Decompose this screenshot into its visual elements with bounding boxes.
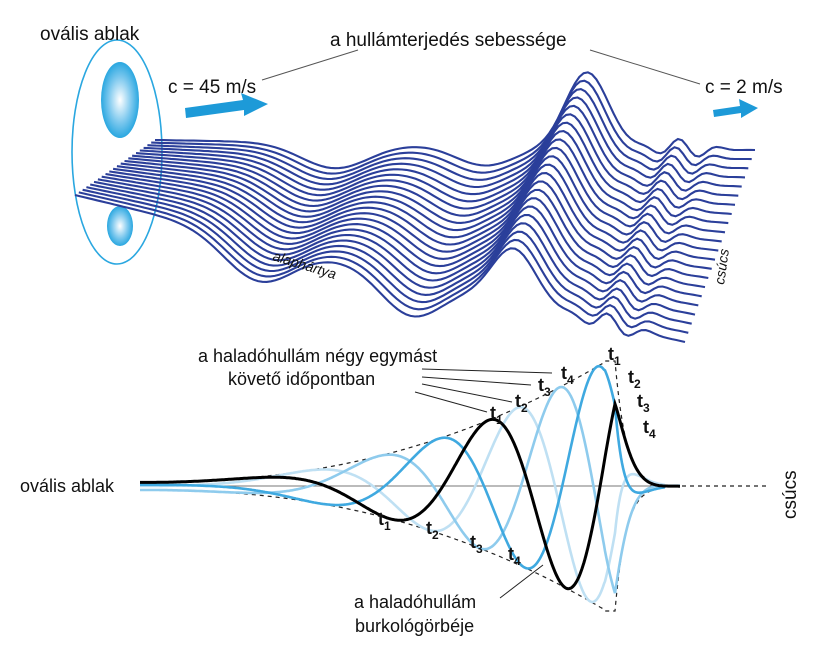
basilar-membrane-line: [78, 191, 689, 334]
speed-apex-label: c = 2 m/s: [705, 77, 783, 98]
svg-text:t2: t2: [515, 391, 528, 415]
svg-text:t4: t4: [508, 544, 521, 568]
basilar-membrane-line: [151, 79, 752, 175]
basilar-membrane-line: [147, 88, 749, 181]
speed-arrow-base-icon: [185, 93, 268, 118]
oval-window-label-bottom: ovális ablak: [20, 476, 115, 496]
t1-subscript: 1: [496, 413, 503, 427]
apex-label-top: csúcs: [711, 248, 732, 286]
envelope-leader-line: [499, 564, 544, 599]
envelope-upper: [140, 360, 680, 487]
wave-curve-t1: [140, 405, 680, 604]
svg-text:t3: t3: [470, 532, 483, 556]
basilar-membrane-line: [120, 146, 726, 235]
svg-text:t3: t3: [637, 391, 650, 415]
time-labels-lower: t1 t2 t3 t4: [378, 509, 521, 568]
svg-text:t1: t1: [490, 403, 503, 427]
wave-curve-t3: [140, 364, 680, 570]
svg-text:t1: t1: [378, 509, 391, 533]
svg-text:t2: t2: [426, 518, 439, 542]
svg-text:t3: t3: [538, 375, 551, 399]
t4-label-upper-left: t: [561, 363, 567, 383]
time-labels-upper: t4 t3 t2 t1 t1 t2 t3 t4: [490, 344, 656, 441]
basilar-membrane-wave-lines: [74, 71, 756, 344]
t4-label-lower: t: [508, 544, 514, 564]
basilar-membrane-line: [112, 163, 719, 252]
t3-label-upper-left: t: [538, 375, 544, 395]
four-times-label-line1: a haladóhullám négy egymást: [198, 346, 437, 366]
time-leader-lines: [414, 368, 553, 413]
wave-speed-label: a hullámterjedés sebessége: [330, 30, 567, 51]
t1-label-upper-left: t: [490, 403, 496, 423]
speed-arrow-apex-icon: [713, 99, 758, 118]
t2-label-apex: t: [628, 367, 634, 387]
basilar-membrane-line: [89, 183, 699, 307]
oval-window-illustration: [71, 39, 163, 265]
envelope-label-line1: a haladóhullám: [354, 592, 476, 612]
basilar-membrane-line: [124, 138, 729, 226]
basilar-membrane-line: [74, 193, 686, 344]
t4-label-apex: t: [643, 417, 649, 437]
apex-label-bottom: csúcs: [780, 470, 801, 519]
svg-text:t1: t1: [608, 344, 621, 368]
basilar-membrane-line: [135, 113, 739, 203]
basilar-membrane-line: [154, 71, 756, 170]
basilar-membrane-line: [86, 186, 696, 316]
svg-text:t4: t4: [643, 417, 656, 441]
wave-curve-t4: [140, 398, 680, 591]
oval-window-label-top: ovális ablak: [40, 24, 140, 45]
basilar-membrane-line: [132, 121, 736, 210]
speed-base-label: c = 45 m/s: [168, 77, 256, 98]
t3-label-apex: t: [637, 391, 643, 411]
basilar-membrane-line: [139, 104, 742, 196]
t1-label-lower: t: [378, 509, 384, 529]
t3-subscript: 3: [544, 385, 551, 399]
wave-speed-leader-lines: [261, 49, 701, 85]
basilar-membrane-line: [101, 175, 709, 280]
basilar-membrane-line: [93, 180, 702, 298]
four-times-label-line2: követő időpontban: [228, 369, 375, 389]
t1-label-apex: t: [608, 344, 614, 364]
basilar-membrane-line: [116, 155, 722, 244]
svg-text:t4: t4: [561, 363, 574, 387]
envelope-label-line2: burkológörbéje: [355, 616, 474, 636]
basilar-membrane-line: [128, 130, 732, 218]
t2-subscript: 2: [521, 401, 528, 415]
t2-label-lower: t: [426, 518, 432, 538]
t2-label-upper-left: t: [515, 391, 521, 411]
t4-subscript: 4: [567, 373, 574, 387]
basilar-membrane-line: [97, 178, 706, 289]
t3-label-lower: t: [470, 532, 476, 552]
basilar-membrane-line: [109, 170, 716, 261]
basilar-membrane-line: [82, 188, 692, 325]
basilar-membrane-line: [143, 96, 746, 189]
svg-text:t2: t2: [628, 367, 641, 391]
basilar-membrane-line: [105, 172, 712, 270]
